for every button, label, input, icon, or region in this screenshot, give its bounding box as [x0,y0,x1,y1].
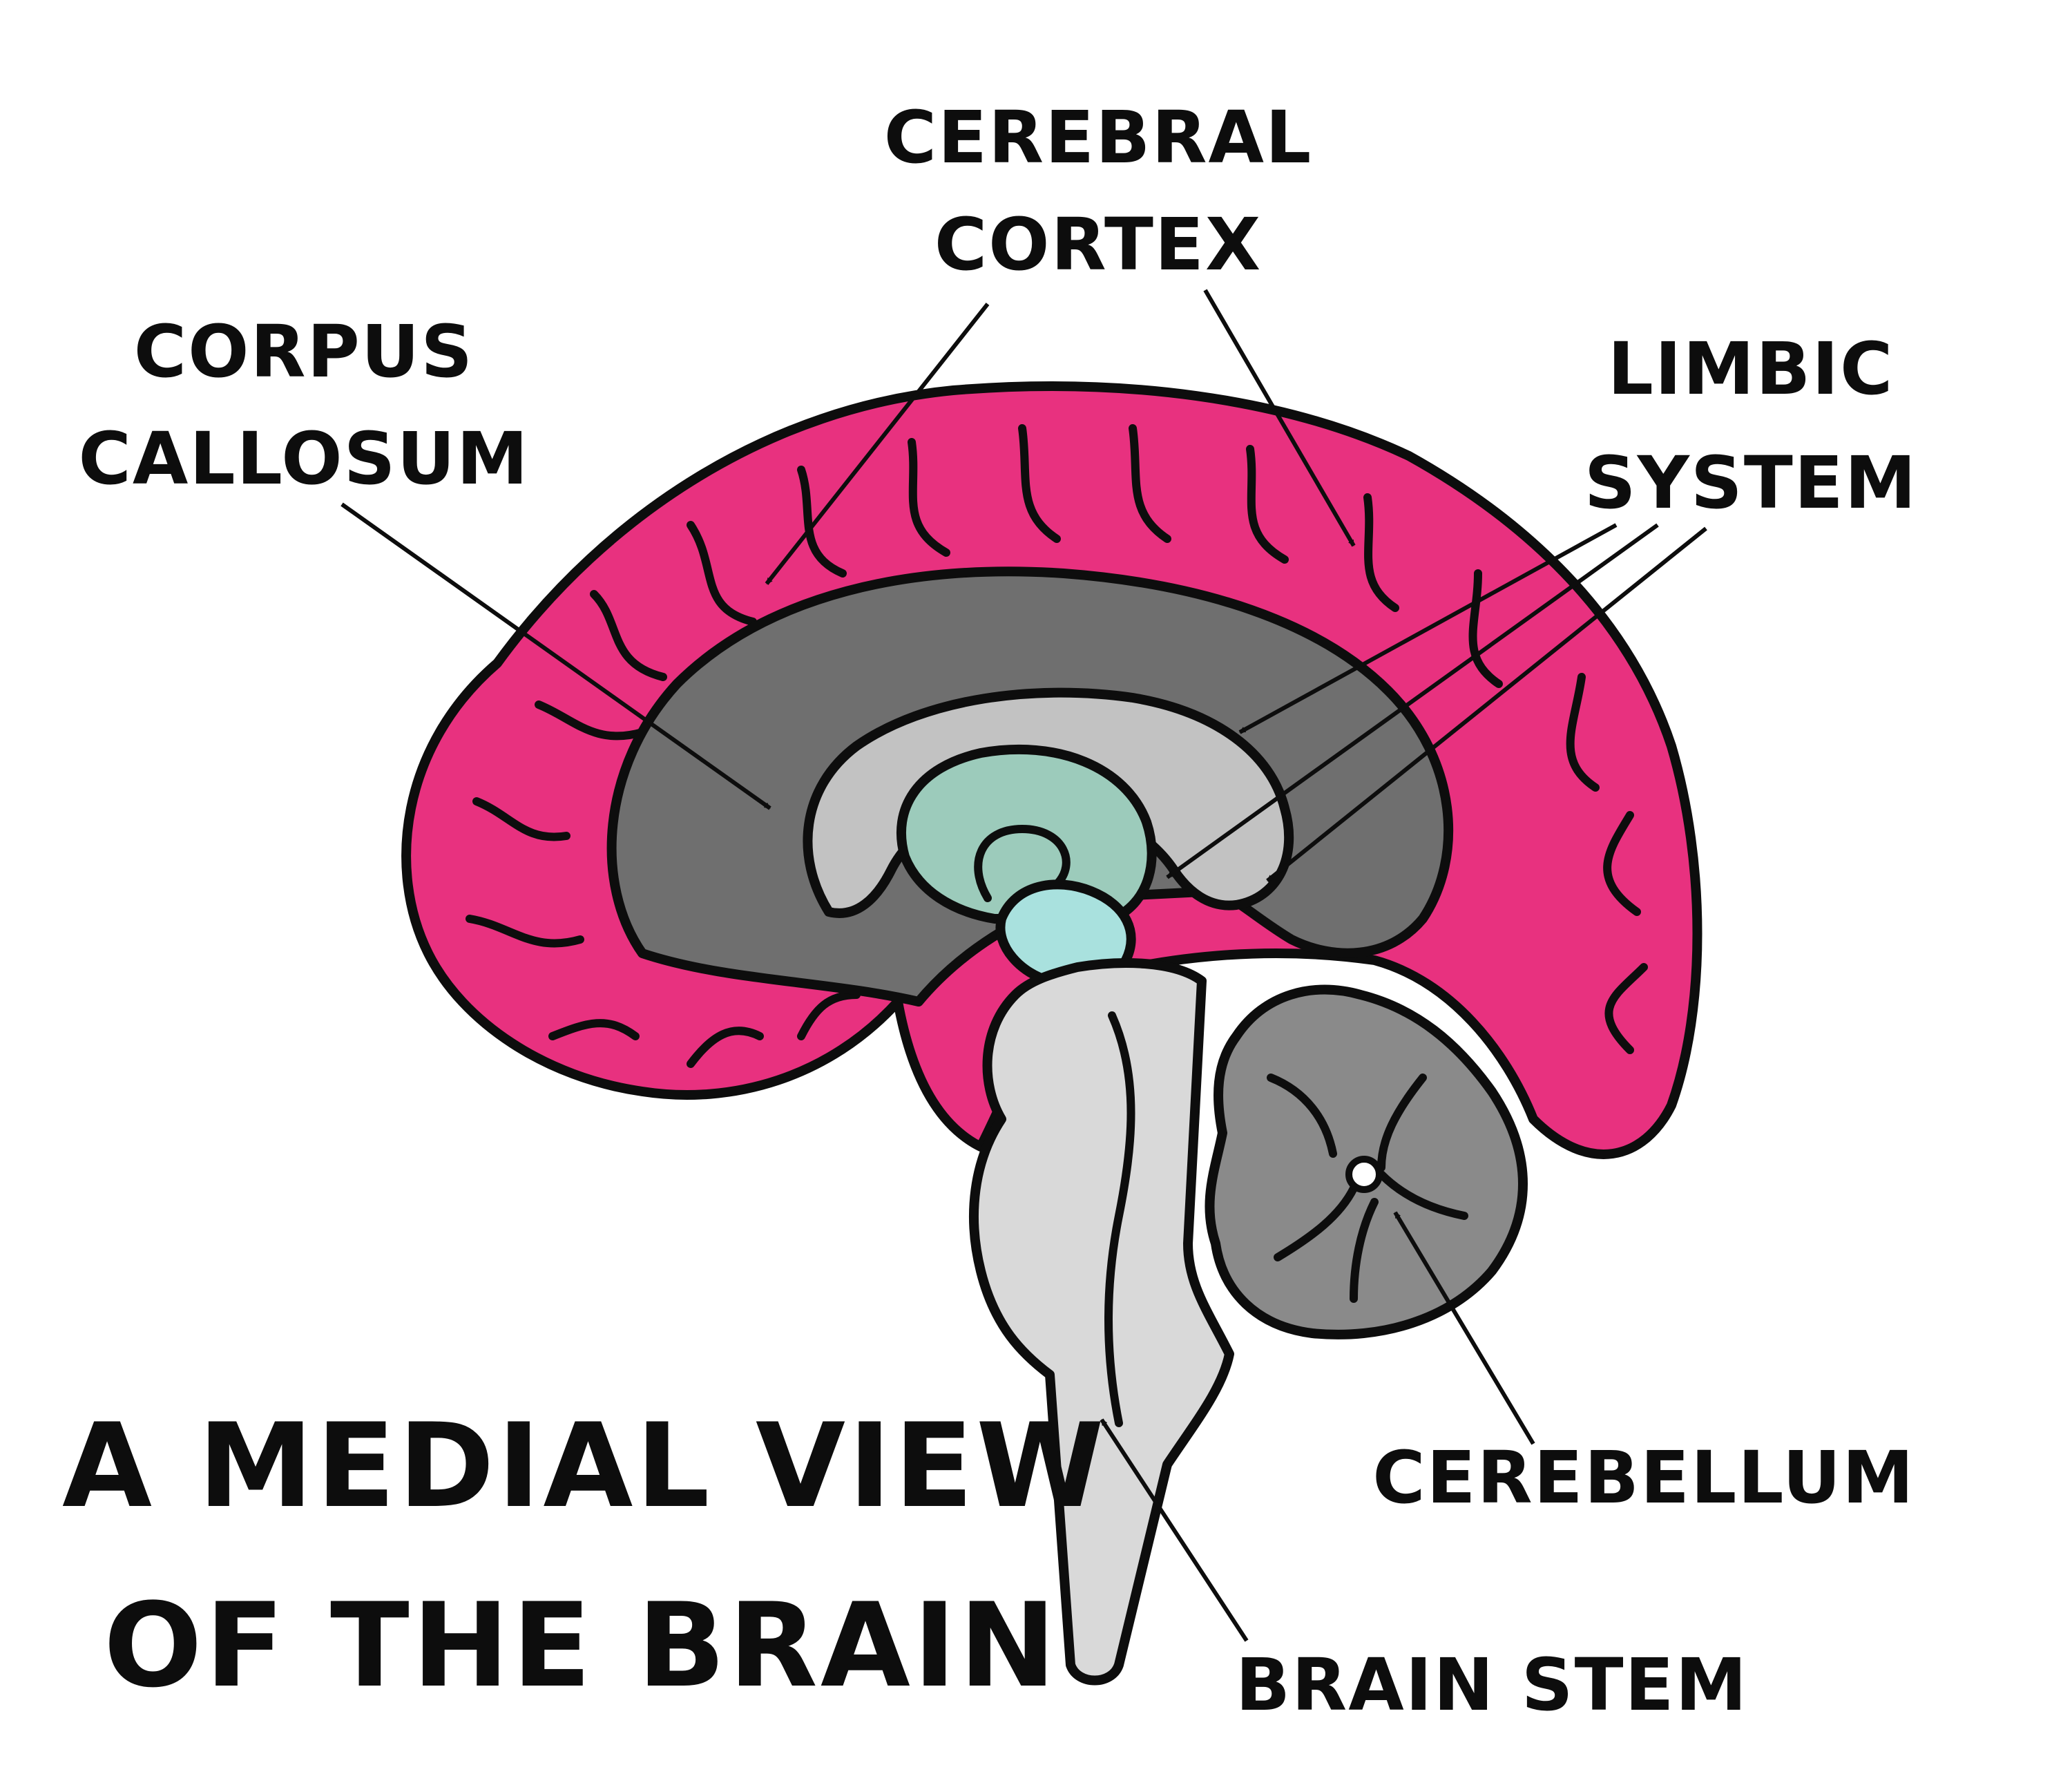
arrow-corpus-callosum [340,502,771,810]
leader-lines [340,289,1707,1642]
brain-stem-region [969,958,1234,1686]
label-brain-stem: BRAIN STEM [1236,1643,1748,1727]
diagram-title-line1: A MEDIAL VIEW [62,1398,1107,1534]
arrow-limbic-3 [1266,526,1707,883]
limbic-system-region [896,744,1157,924]
cerebellum-folia [1267,1074,1468,1303]
arrow-cerebral-cortex-left [765,303,990,585]
label-limbic-system-line1: LIMBIC [1608,327,1894,411]
cortex-gyri [466,424,1648,1068]
label-corpus-callosum-line2: CALLOSUM [79,417,530,501]
diagram-title-line2: OF THE BRAIN [104,1578,1059,1713]
label-limbic-system-line2: SYSTEM [1584,441,1918,525]
label-cerebral-cortex-line2: CORTEX [934,202,1262,287]
arrow-cerebellum [1393,1211,1535,1445]
label-corpus-callosum-line1: CORPUS [134,309,474,394]
arrow-cerebral-cortex-right [1203,289,1356,547]
arrow-limbic-2 [1166,523,1659,879]
label-cerebellum: CEREBELLUM [1372,1436,1915,1520]
arrow-limbic-1 [1238,523,1618,734]
limbic-inner-curve [974,825,1071,902]
arrow-brain-stem [1100,1418,1249,1642]
label-cerebral-cortex-line1: CEREBRAL [884,95,1313,180]
brain-stem-fold [1104,1011,1135,1427]
